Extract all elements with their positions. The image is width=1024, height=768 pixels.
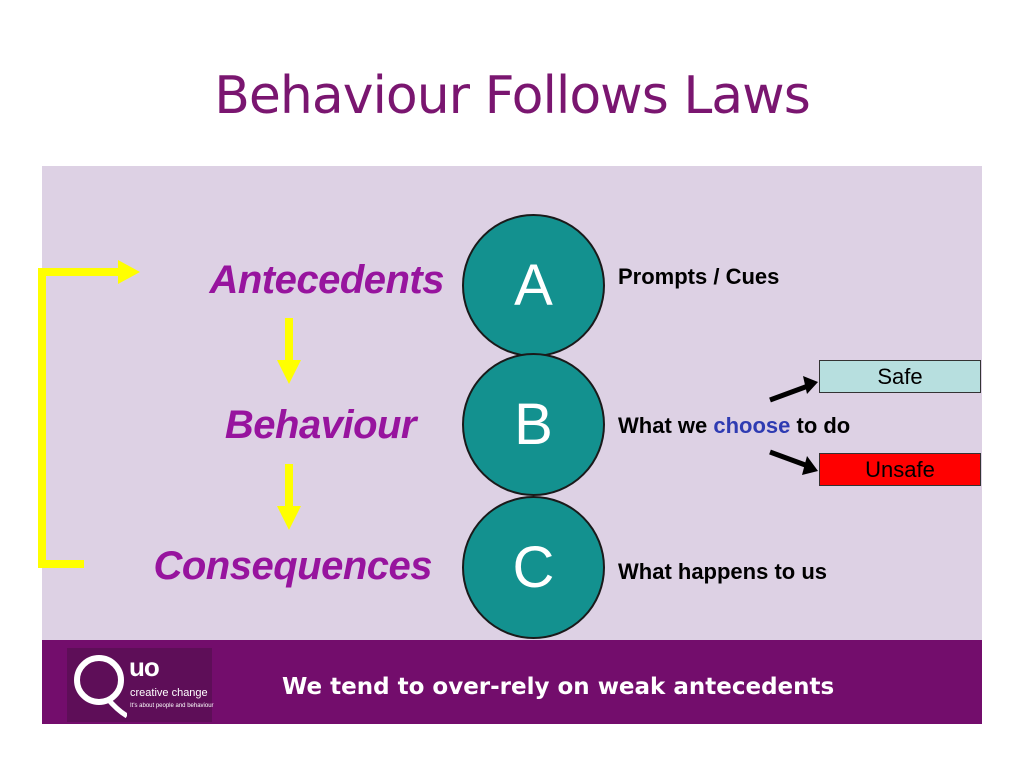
down-arrow-b-to-c	[277, 464, 301, 530]
stage-label-behaviour: Behaviour	[224, 403, 417, 447]
stage-label-antecedents: Antecedents	[209, 258, 444, 302]
arrow-to-unsafe	[769, 449, 818, 475]
description-behaviour-after: to do	[790, 413, 851, 438]
feedback-loop-arrow	[38, 260, 140, 568]
footer-bar: uo creative change It's about people and…	[42, 640, 982, 724]
arrow-to-safe	[769, 376, 818, 403]
description-antecedents: Prompts / Cues	[618, 264, 780, 289]
circle-letter-b: B	[514, 391, 553, 457]
circle-letter-c: C	[512, 534, 555, 600]
circle-a: A	[462, 214, 605, 357]
logo-tagline: It's about people and behaviour	[130, 703, 214, 709]
description-behaviour-before: What we	[618, 413, 714, 438]
safe-box: Safe	[819, 360, 981, 393]
logo-word: uo	[129, 652, 160, 682]
description-behaviour-highlight: choose	[713, 413, 791, 438]
description-consequences: What happens to us	[618, 559, 827, 584]
footer-message: We tend to over-rely on weak antecedents	[282, 674, 835, 700]
circle-letter-a: A	[514, 252, 553, 318]
circle-b: B	[462, 353, 605, 496]
logo-q-mark-icon	[74, 655, 127, 719]
stage-label-consequences: Consequences	[153, 544, 432, 588]
logo-subtitle: creative change	[130, 687, 208, 699]
logo: uo creative change It's about people and…	[67, 648, 214, 722]
unsafe-box: Unsafe	[819, 453, 981, 486]
circle-c: C	[462, 496, 605, 639]
description-behaviour: What we choose to do	[618, 415, 850, 437]
slide-title: Behaviour Follows Laws	[214, 66, 811, 126]
down-arrow-a-to-b	[277, 318, 301, 384]
